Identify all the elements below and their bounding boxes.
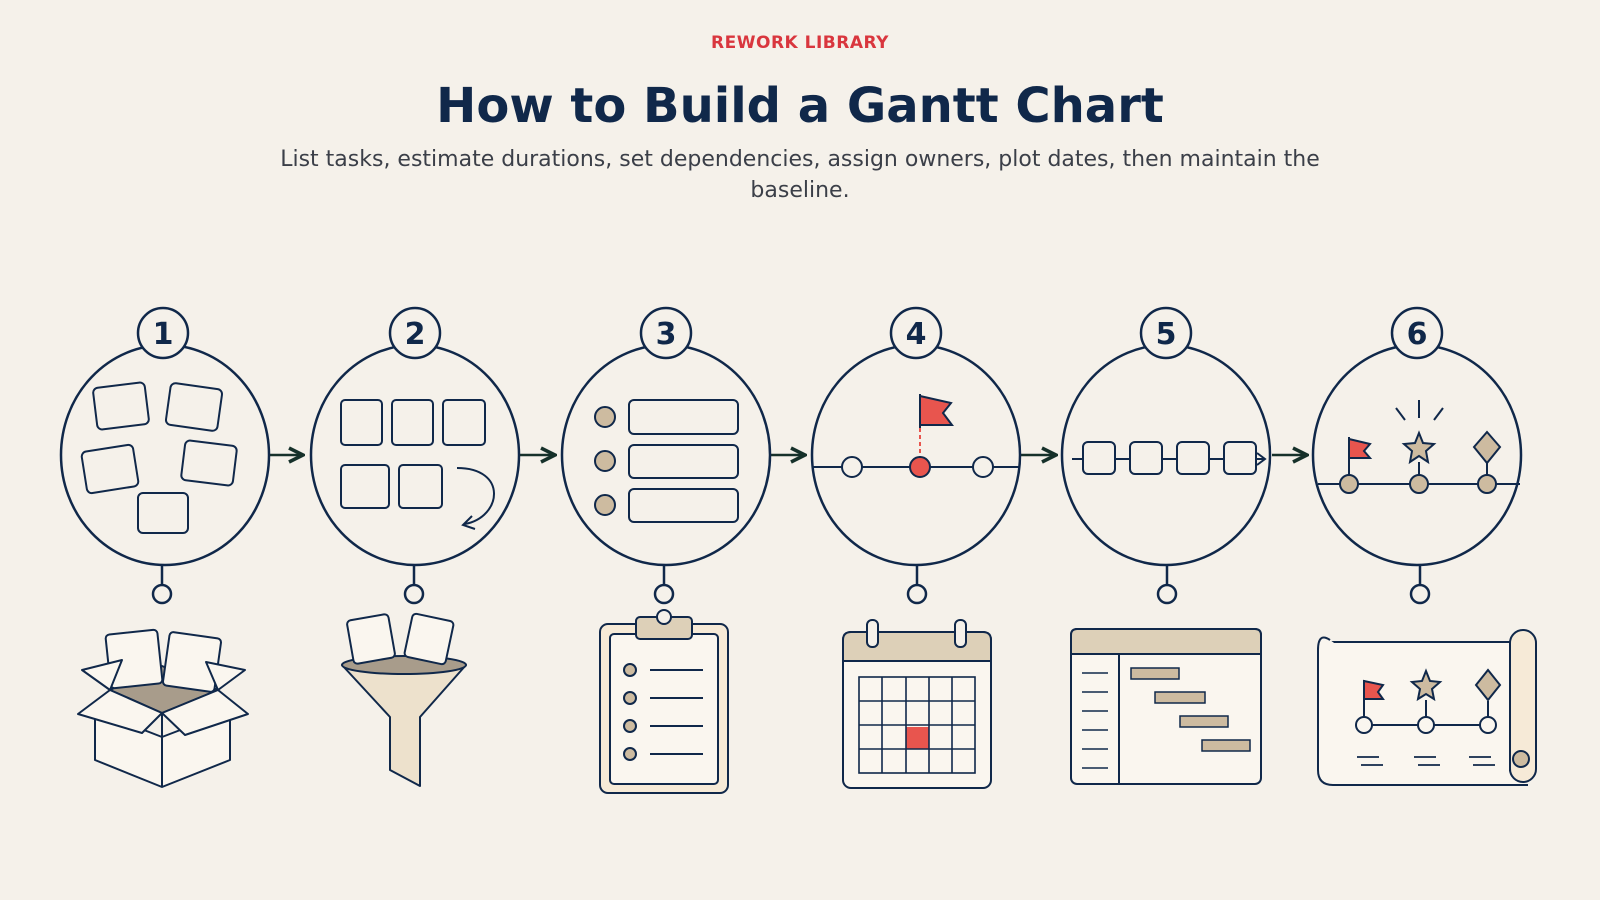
grouped-tasks-icon	[340, 399, 495, 530]
number-badge	[136, 306, 190, 360]
step-6: 6	[1311, 306, 1537, 786]
step-number: 1	[153, 317, 174, 352]
step-5: 5	[1060, 306, 1272, 785]
step-number: 4	[906, 317, 927, 352]
step-4: 4	[810, 306, 1022, 789]
gantt-table-icon	[1070, 628, 1262, 785]
page-title: How to Build a Gantt Chart	[436, 78, 1164, 134]
step-3: 3	[560, 306, 772, 794]
step-number: 2	[405, 317, 426, 352]
step-number: 5	[1156, 317, 1177, 352]
number-badge	[388, 306, 442, 360]
step-circle	[810, 343, 1022, 567]
linked-tasks-icon	[1072, 441, 1267, 475]
scattered-tasks-icon	[80, 381, 238, 534]
open-box-icon	[77, 628, 249, 788]
calendar-icon	[842, 619, 992, 789]
clipboard-icon	[599, 609, 729, 794]
step-1: 1	[59, 306, 271, 788]
number-badge	[1139, 306, 1193, 360]
milestone-flag-icon	[812, 394, 1020, 478]
task-list-icon	[594, 399, 739, 523]
funnel-icon	[341, 612, 467, 787]
number-badge	[889, 306, 943, 360]
scroll-roadmap-icon	[1317, 629, 1537, 786]
step-number: 6	[1407, 317, 1428, 352]
number-badge	[1390, 306, 1444, 360]
step-circle	[309, 343, 521, 567]
number-badge	[639, 306, 693, 360]
step-number: 3	[656, 317, 677, 352]
page-subtitle: List tasks, estimate durations, set depe…	[280, 147, 1320, 203]
milestones-timeline-icon	[1318, 400, 1520, 494]
eyebrow-label: REWORK LIBRARY	[711, 33, 889, 53]
step-2: 2	[309, 306, 521, 787]
